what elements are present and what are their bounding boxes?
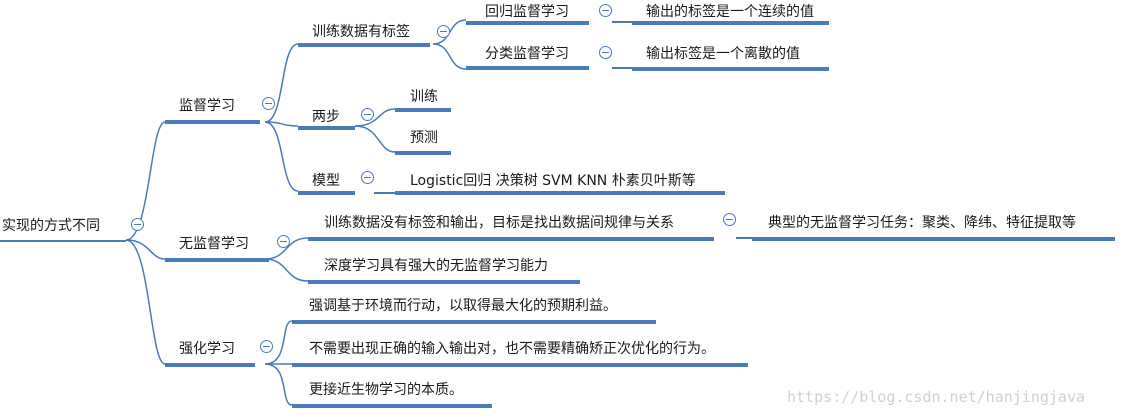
regression-collapse-icon[interactable] (599, 4, 612, 17)
model-link-line (374, 192, 395, 194)
two-steps-collapse-icon[interactable] (361, 108, 374, 121)
labeled-data-topic[interactable]: 训练数据有标签 (312, 24, 410, 40)
connector-reinforcement-item3 (264, 363, 293, 406)
connector-labeled-classification (432, 43, 467, 70)
root-topic[interactable]: 实现的方式不同 (2, 218, 100, 234)
predict-underline (395, 151, 451, 155)
classification-collapse-icon[interactable] (599, 46, 612, 59)
supervised-topic[interactable]: 监督学习 (179, 98, 235, 114)
reinforcement-item1-underline (292, 320, 656, 324)
root-collapse-icon[interactable] (131, 218, 144, 231)
unsupervised-item1[interactable]: 训练数据没有标签和输出，目标是找出数据间规律与关系 (324, 215, 674, 231)
regression-topic[interactable]: 回归监督学习 (485, 4, 569, 20)
unsupervised-item1-detail[interactable]: 典型的无监督学习任务：聚类、降纬、特征提取等 (768, 215, 1076, 231)
unsupervised-item2[interactable]: 深度学习具有强大的无监督学习能力 (324, 258, 548, 274)
model-list[interactable]: Logistic回归 决策树 SVM KNN 朴素贝叶斯等 (410, 173, 696, 189)
two-steps-topic[interactable]: 两步 (312, 109, 340, 125)
classification-detail[interactable]: 输出标签是一个离散的值 (646, 46, 800, 62)
unsupervised-item1-collapse-icon[interactable] (723, 213, 736, 226)
unsupervised-item1-link-line (736, 237, 752, 239)
regression-link-line (612, 21, 632, 23)
train-topic[interactable]: 训练 (410, 89, 438, 105)
reinforcement-item3-underline (292, 404, 492, 408)
connector-unsupervised-item1 (264, 237, 309, 260)
model-collapse-icon[interactable] (361, 171, 374, 184)
unsupervised-collapse-icon[interactable] (277, 235, 290, 248)
supervised-underline (165, 120, 260, 124)
classification-link-line (612, 67, 632, 69)
classification-topic[interactable]: 分类监督学习 (485, 46, 569, 62)
reinforcement-item3[interactable]: 更接近生物学习的本质。 (309, 382, 463, 398)
train-underline (395, 108, 451, 112)
connector-supervised-steps (264, 121, 299, 127)
supervised-collapse-icon[interactable] (262, 97, 275, 110)
connector-unsupervised-item2 (264, 258, 309, 282)
regression-underline (466, 21, 589, 25)
reinforcement-item1[interactable]: 强调基于环境而行动，以取得最大化的预期利益。 (309, 298, 617, 314)
model-topic[interactable]: 模型 (312, 173, 340, 189)
reinforcement-item2[interactable]: 不需要出现正确的输入输出对，也不需要精确矫正次优化的行为。 (309, 341, 715, 357)
connector-steps-train (354, 108, 396, 127)
csdn-watermark: https://blog.csdn.net/hanjingjava (787, 388, 1086, 406)
connector-reinforcement-item1 (264, 320, 293, 365)
connector-root-reinforcement (125, 239, 166, 365)
unsupervised-item2-underline (308, 280, 580, 284)
unsupervised-underline (165, 258, 269, 262)
regression-detail[interactable]: 输出的标签是一个连续的值 (646, 4, 814, 20)
classification-underline (466, 66, 589, 70)
labeled-data-underline (298, 43, 430, 47)
connector-steps-predict (354, 125, 396, 153)
reinforcement-topic[interactable]: 强化学习 (179, 341, 235, 357)
unsupervised-topic[interactable]: 无监督学习 (179, 236, 249, 252)
unsupervised-item1-underline (308, 237, 714, 241)
connector-root-unsupervised (125, 239, 166, 260)
two-steps-underline (298, 126, 355, 130)
regression-detail-underline (632, 21, 829, 25)
classification-detail-underline (632, 67, 829, 71)
labeled-data-collapse-icon[interactable] (437, 25, 450, 38)
reinforcement-collapse-icon[interactable] (260, 340, 273, 353)
connector-root-supervised (125, 121, 166, 241)
root-underline (0, 240, 126, 242)
connector-supervised-labeled (264, 43, 299, 123)
predict-topic[interactable]: 预测 (410, 130, 438, 146)
model-underline (298, 191, 355, 195)
reinforcement-item2-underline (292, 363, 748, 367)
unsupervised-item1-detail-underline (752, 237, 1115, 241)
model-list-underline (395, 191, 725, 195)
connector-supervised-model (264, 121, 299, 192)
reinforcement-underline (165, 363, 255, 367)
